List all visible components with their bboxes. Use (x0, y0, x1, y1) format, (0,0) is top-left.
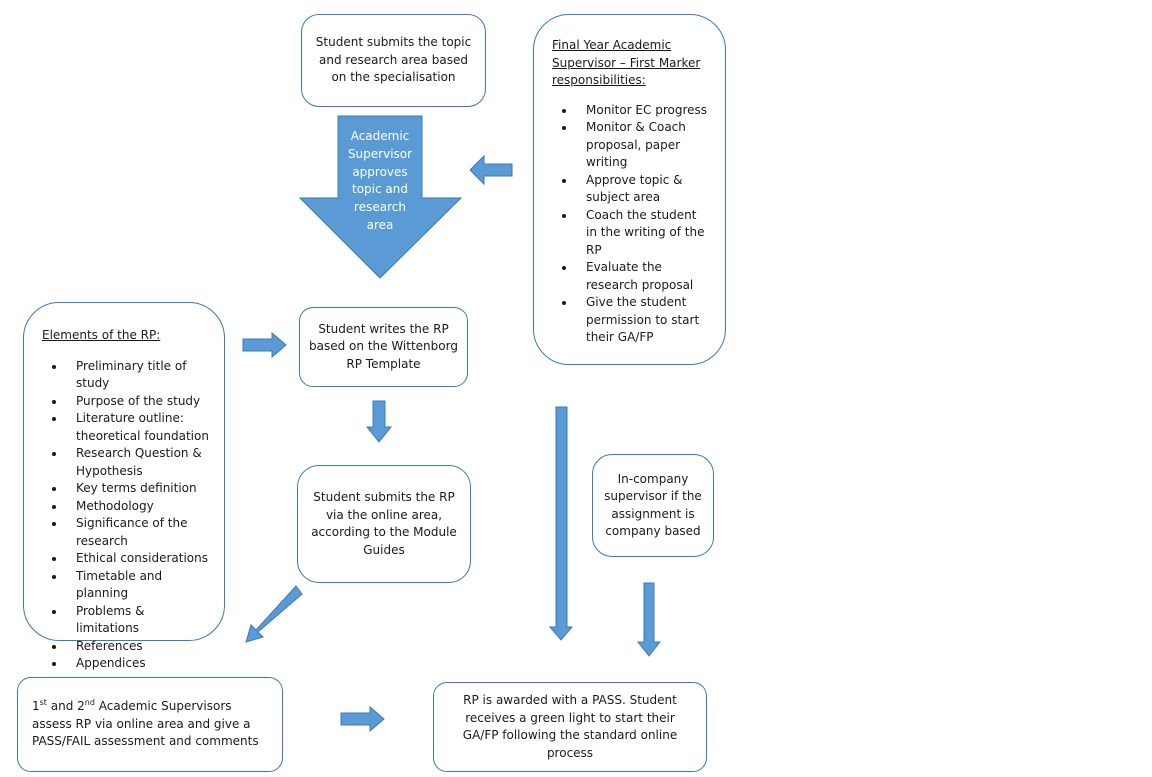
down-arrow-incompany-to-pass (636, 582, 662, 657)
supervisor-heading-line2: Supervisor – First Marker (552, 55, 701, 70)
list-item: Research Question & Hypothesis (66, 445, 210, 480)
list-item: Methodology (66, 498, 210, 516)
right-arrow-assess-to-pass (340, 705, 385, 733)
assess-text: 1st and 2nd Academic Supervisors assess … (32, 698, 259, 749)
elements-list: Preliminary title of study Purpose of th… (42, 358, 210, 673)
supervisor-heading-line1: Final Year Academic (552, 38, 672, 52)
diagonal-arrow-submits-to-assess (245, 585, 303, 643)
list-item: Ethical considerations (66, 550, 210, 568)
big-down-arrow (298, 115, 463, 279)
list-item: Timetable and planning (66, 568, 210, 603)
list-item: Evaluate the research proposal (576, 259, 711, 294)
list-item: References (66, 638, 210, 656)
list-item: Appendices (66, 655, 210, 673)
assess-box: 1st and 2nd Academic Supervisors assess … (17, 677, 283, 772)
list-item: Literature outline: theoretical foundati… (66, 410, 210, 445)
list-item: Key terms definition (66, 480, 210, 498)
down-arrow-writes-to-submits (365, 400, 393, 443)
submits-rp-box: Student submits the RP via the online ar… (297, 465, 471, 583)
pass-box: RP is awarded with a PASS. Student recei… (433, 682, 707, 772)
list-item: Approve topic & subject area (576, 172, 711, 207)
supervisor-list: Monitor EC progress Monitor & Coach prop… (552, 102, 711, 347)
list-item: Coach the student in the writing of the … (576, 207, 711, 260)
left-arrow-from-supervisor (469, 154, 513, 186)
pass-text: RP is awarded with a PASS. Student recei… (462, 693, 678, 760)
list-item: Give the student permission to start the… (576, 294, 711, 347)
submit-topic-box: Student submits the topic and research a… (301, 14, 486, 107)
writes-rp-text: Student writes the RP based on the Witte… (309, 321, 458, 371)
submits-rp-text: Student submits the RP via the online ar… (311, 490, 457, 557)
list-item: Monitor & Coach proposal, paper writing (576, 119, 711, 172)
writes-rp-box: Student writes the RP based on the Witte… (299, 307, 468, 387)
supervisor-heading-line3: responsibilities: (552, 73, 646, 87)
elements-of-rp-box: Elements of the RP: Preliminary title of… (23, 302, 225, 670)
big-arrow-label: Academic Supervisor approves topic and r… (347, 129, 413, 232)
elements-heading: Elements of the RP: (42, 328, 161, 342)
list-item: Preliminary title of study (66, 358, 210, 393)
supervisor-responsibilities-box: Final Year Academic Supervisor – First M… (533, 14, 726, 365)
in-company-text: In-company supervisor if the assignment … (604, 471, 702, 539)
long-down-arrow-supervisor-to-pass (548, 406, 574, 641)
list-item: Problems & limitations (66, 603, 210, 638)
list-item: Monitor EC progress (576, 102, 711, 120)
submit-topic-text: Student submits the topic and research a… (315, 35, 472, 85)
right-arrow-elements-to-writes (242, 331, 287, 359)
in-company-box: In-company supervisor if the assignment … (592, 454, 714, 557)
list-item: Purpose of the study (66, 393, 210, 411)
list-item: Significance of the research (66, 515, 210, 550)
